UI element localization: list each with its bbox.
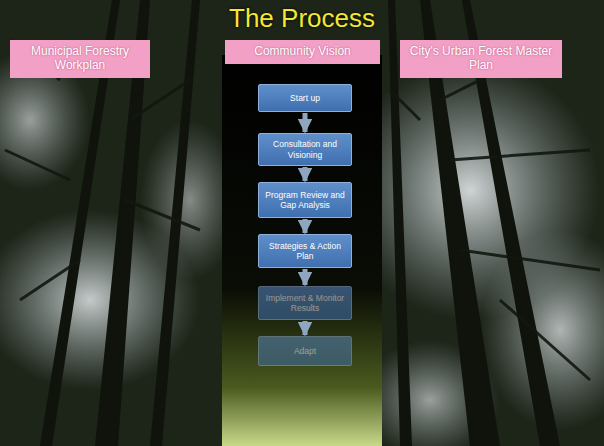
node-text: Start up	[290, 93, 320, 103]
flow-arrow	[303, 321, 308, 335]
process-box: Adapt	[258, 336, 352, 366]
flow-arrow	[303, 167, 308, 181]
node-text: Community Vision	[254, 45, 350, 59]
center-band	[222, 55, 382, 446]
node-text: Strategies & Action Plan	[264, 241, 346, 261]
plan-label: City's Urban Forest Master Plan	[400, 40, 562, 78]
plan-label: Community Vision	[225, 40, 380, 64]
node-text: Consultation and Visioning	[264, 139, 346, 159]
process-box: Implement & Monitor Results	[258, 286, 352, 320]
slide-title: The Process	[0, 3, 604, 34]
flow-arrow	[303, 219, 308, 233]
node-text: Municipal Forestry Workplan	[16, 45, 144, 73]
plan-label: Municipal Forestry Workplan	[10, 40, 150, 78]
node-text: Implement & Monitor Results	[264, 293, 346, 313]
process-box: Program Review and Gap Analysis	[258, 182, 352, 218]
node-text: Program Review and Gap Analysis	[264, 190, 346, 210]
flow-arrow	[303, 113, 308, 132]
process-box: Consultation and Visioning	[258, 133, 352, 166]
flow-arrow	[303, 269, 308, 285]
node-text: Adapt	[294, 346, 316, 356]
node-text: City's Urban Forest Master Plan	[406, 45, 556, 73]
process-box: Strategies & Action Plan	[258, 234, 352, 268]
process-box: Start up	[258, 84, 352, 112]
